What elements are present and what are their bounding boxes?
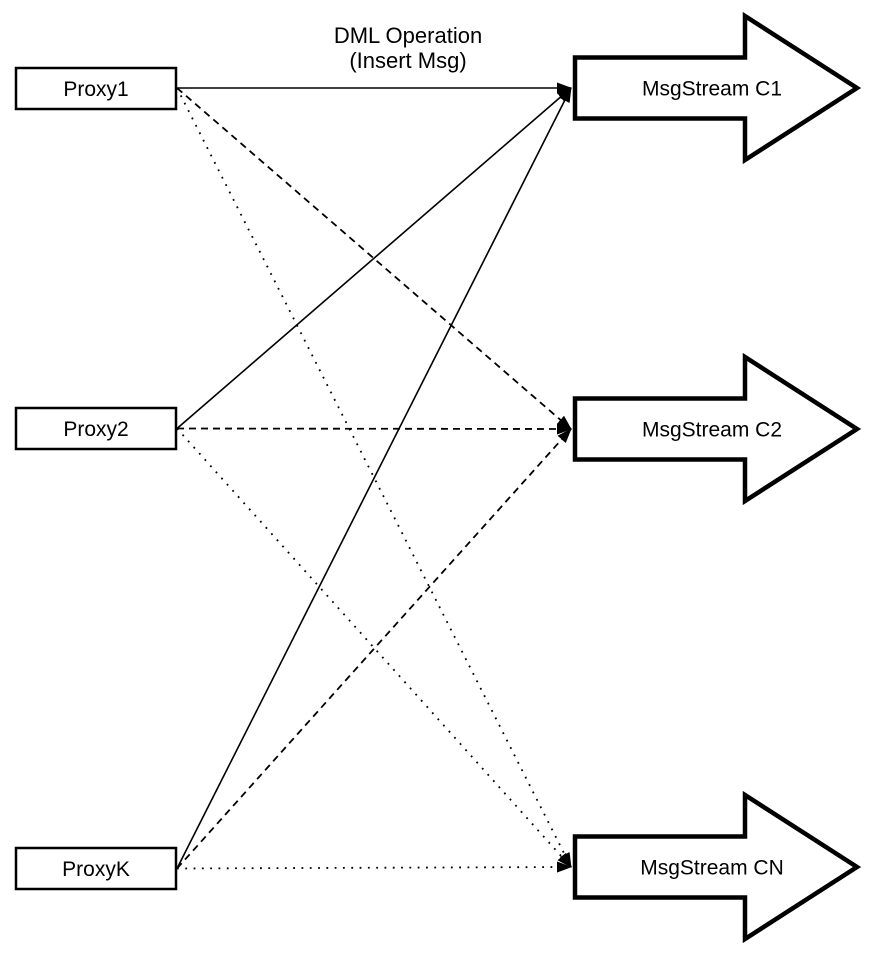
msgstream-cn-arrow [572,790,862,944]
msgstream-c2-arrow [572,352,862,506]
node-proxy2: Proxy2 [14,406,178,451]
proxyk-box [14,846,178,891]
edge-proxy1-to-stream2 [176,87,572,430]
msgstream-c1-label: MsgStream C1 [642,78,782,101]
annotation-line1: DML Operation [334,23,482,48]
node-proxy1: Proxy1 [14,66,178,111]
msgstream-c1-arrow [572,11,862,165]
edge-proxy2-to-stream1 [176,87,572,430]
edge-proxyk-to-stream3 [176,861,572,873]
annotation-line2: (Insert Msg) [349,48,466,73]
proxy2-box [14,406,178,451]
msgstream-c2-label: MsgStream C2 [642,419,782,442]
edge-proxy2-to-stream3 [176,427,572,868]
proxy1-label: Proxy1 [63,78,128,101]
proxy2-label: Proxy2 [63,418,128,441]
edge-proxy2-to-stream2 [176,423,572,435]
proxy1-box [14,66,178,111]
proxyk-label: ProxyK [62,858,130,881]
node-msgstream-c2: MsgStream C2 [572,352,862,506]
edge-proxyk-to-stream2 [176,428,572,870]
node-proxyk: ProxyK [14,846,178,891]
edge-proxyk-to-stream1 [176,87,572,869]
edge-layer [176,82,572,873]
msgstream-cn-label: MsgStream CN [640,857,784,880]
node-msgstream-c1: MsgStream C1 [572,11,862,165]
node-msgstream-cn: MsgStream CN [572,790,862,944]
